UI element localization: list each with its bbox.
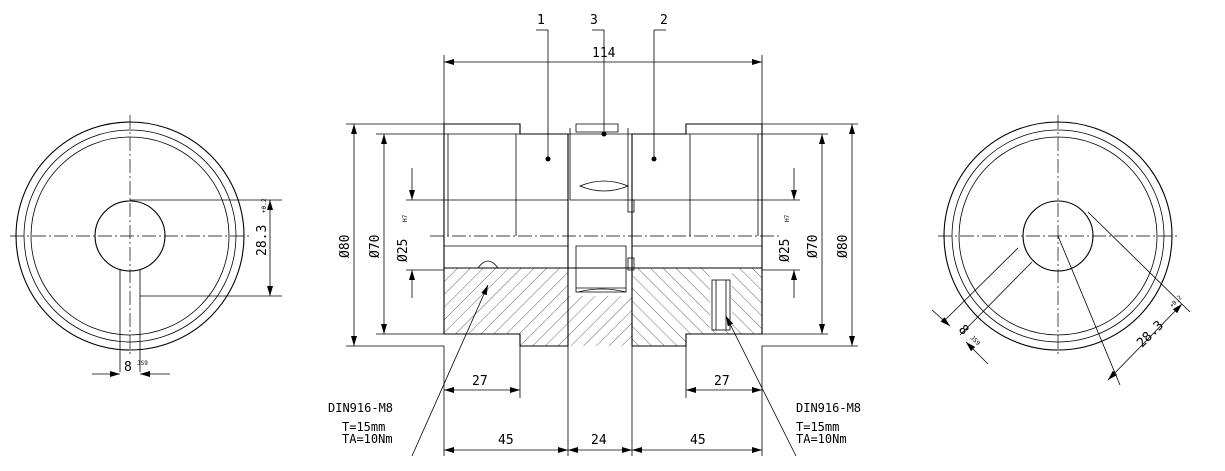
screw-note-right: DIN916-M8 T=15mm TA=10Nm — [796, 401, 861, 446]
svg-text:28.3: 28.3 — [1134, 318, 1167, 351]
right-end-view: 28.3 JS9 +0.2 8 JS9 — [931, 115, 1191, 386]
bore-left: Ø25 — [396, 239, 411, 262]
svg-text:T=15mm: T=15mm — [342, 420, 385, 434]
diameter-70-right: Ø70 — [806, 235, 821, 258]
left-end-view: 28.3 +0.2 8 JS9 — [10, 115, 282, 377]
svg-text:TA=10Nm: TA=10Nm — [796, 432, 847, 446]
spider-top — [575, 123, 619, 133]
diameter-80-right: Ø80 — [836, 235, 851, 258]
callout-1: 1 — [537, 13, 545, 28]
svg-text:DIN916-M8: DIN916-M8 — [796, 401, 861, 415]
section-view: 1 3 2 114 Ø80 Ø70 Ø25 H7 Ø80 Ø7 — [338, 13, 858, 457]
callout-2: 2 — [660, 13, 668, 28]
spider-24: 24 — [591, 433, 607, 448]
svg-text:DIN916-M8: DIN916-M8 — [328, 401, 393, 415]
svg-text:JS9: JS9 — [137, 360, 148, 367]
keyway-depth-label: 28.3 — [255, 225, 270, 256]
svg-text:+0.2: +0.2 — [261, 198, 268, 213]
svg-text:TA=10Nm: TA=10Nm — [342, 432, 393, 446]
keyway-width-label: 8 — [124, 360, 132, 375]
bore-right: Ø25 — [778, 239, 793, 262]
screw-note-left: DIN916-M8 T=15mm TA=10Nm — [328, 401, 393, 446]
diameter-80-left: Ø80 — [338, 235, 353, 258]
overall-length-label: 114 — [592, 46, 616, 61]
hub-45-left: 45 — [498, 433, 514, 448]
svg-text:H7: H7 — [784, 214, 791, 222]
keyway-lines — [119, 270, 141, 372]
svg-text:+0.2: +0.2 — [1168, 294, 1183, 309]
diameter-70-left: Ø70 — [368, 235, 383, 258]
svg-text:JS9: JS9 — [969, 334, 982, 347]
svg-text:T=15mm: T=15mm — [796, 420, 839, 434]
hub-27-left: 27 — [472, 374, 488, 389]
hub-27-right: 27 — [714, 374, 730, 389]
svg-text:8: 8 — [955, 322, 971, 338]
hub-45-right: 45 — [690, 433, 706, 448]
svg-text:H7: H7 — [402, 214, 409, 222]
callout-3: 3 — [590, 13, 598, 28]
